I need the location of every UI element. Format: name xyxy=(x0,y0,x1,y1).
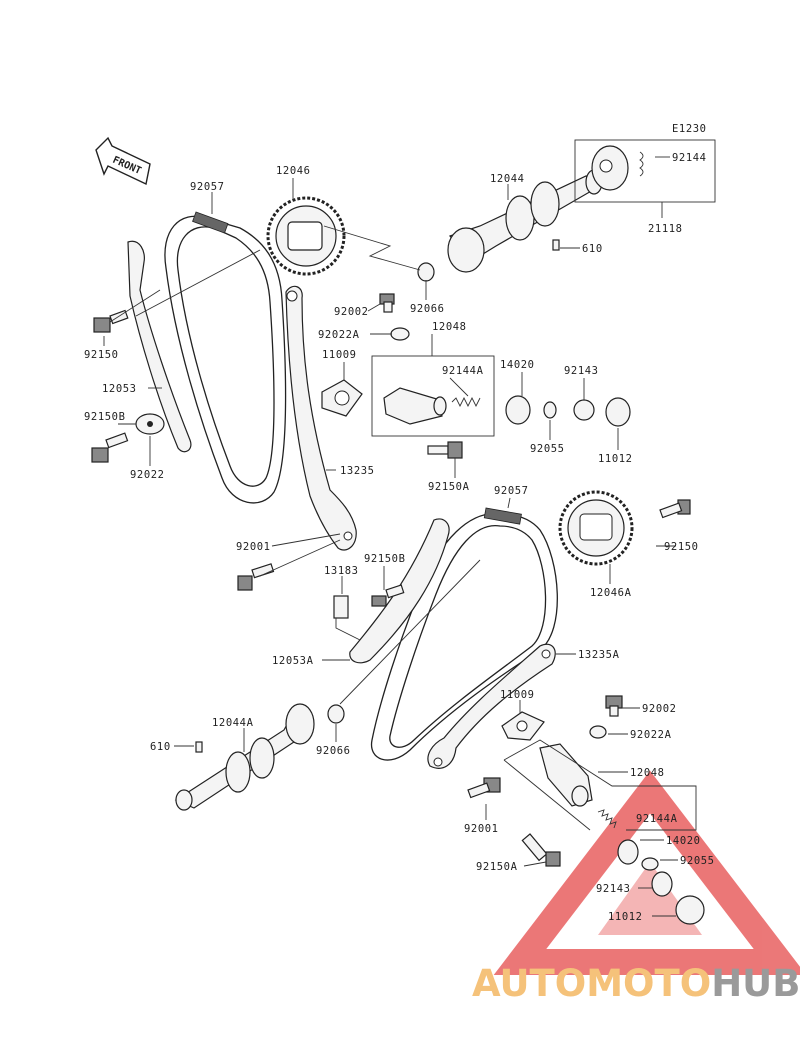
decompressor-21118 xyxy=(591,145,644,191)
collar-92143 xyxy=(573,399,595,421)
washer-92022A-lower xyxy=(589,725,607,739)
label-92055-lower: 92055 xyxy=(680,855,715,867)
label-92022: 92022 xyxy=(130,469,165,481)
label-92022A: 92022A xyxy=(318,329,360,341)
cap-11012-lower xyxy=(675,895,705,925)
label-92144A-lower: 92144A xyxy=(636,813,678,825)
diagram-code: E1230 xyxy=(672,123,707,135)
label-92150B: 92150B xyxy=(84,411,126,423)
bolt-92001 xyxy=(237,563,275,591)
bolt-92150B xyxy=(91,432,129,463)
camshaft-12044 xyxy=(447,169,603,273)
pin-610-lower xyxy=(195,741,203,753)
bolt-92150A xyxy=(427,441,463,459)
bolt-92150-right xyxy=(659,499,691,519)
tensioner-12048-lower xyxy=(539,743,617,829)
gasket-11009-lower xyxy=(501,711,545,741)
label-92150B-lower: 92150B xyxy=(364,553,406,565)
label-13235: 13235 xyxy=(340,465,375,477)
plug-92002-lower xyxy=(605,695,623,717)
label-92150A-lower: 92150A xyxy=(476,861,518,873)
bolt-92150A-lower xyxy=(521,833,561,867)
label-11009-lower: 11009 xyxy=(500,689,535,701)
ring-14020-lower xyxy=(617,839,639,865)
gasket-11009 xyxy=(321,379,363,417)
bolt-92001-lower xyxy=(467,777,501,799)
label-92150A: 92150A xyxy=(428,481,470,493)
bolt-92150B-lower xyxy=(371,584,405,607)
watermark-part1: AUTOMOTO xyxy=(472,962,711,1005)
sprocket-12046A xyxy=(558,490,634,566)
cap-11012 xyxy=(605,397,631,427)
label-92066: 92066 xyxy=(410,303,445,315)
pin-610 xyxy=(552,239,560,251)
label-12046A: 12046A xyxy=(590,587,632,599)
bracket-13183 xyxy=(333,595,349,619)
label-92001: 92001 xyxy=(236,541,271,553)
plug-92002 xyxy=(379,293,395,313)
collar-92143-lower xyxy=(651,871,673,897)
circlip-92055 xyxy=(543,401,557,419)
chain-tensioner-guide-13235A xyxy=(427,643,556,769)
front-arrow-icon: FRONT xyxy=(95,136,151,186)
label-92057-lower: 92057 xyxy=(494,485,529,497)
label-92002: 92002 xyxy=(334,306,369,318)
label-92143: 92143 xyxy=(564,365,599,377)
label-92002-lower: 92002 xyxy=(642,703,677,715)
label-11009: 11009 xyxy=(322,349,357,361)
label-12048: 12048 xyxy=(432,321,467,333)
cam-chain-upper xyxy=(164,215,287,504)
label-14020: 14020 xyxy=(500,359,535,371)
label-12044A: 12044A xyxy=(212,717,254,729)
label-21118: 21118 xyxy=(648,223,683,235)
chain-tensioner-guide-13235 xyxy=(285,285,357,551)
watermark-text: AUTOMOTOHUB xyxy=(472,962,800,1005)
washer-92066-lower xyxy=(327,704,345,724)
label-12048-lower: 12048 xyxy=(630,767,665,779)
leader-lines xyxy=(103,156,678,917)
label-92143-lower: 92143 xyxy=(596,883,631,895)
sprocket-12046 xyxy=(266,196,346,276)
tensioner-12048 xyxy=(383,387,481,425)
label-92066-lower: 92066 xyxy=(316,745,351,757)
label-11012: 11012 xyxy=(598,453,633,465)
washer-92022A xyxy=(390,327,410,341)
label-12053: 12053 xyxy=(102,383,137,395)
label-92144A: 92144A xyxy=(442,365,484,377)
chain-links-upper xyxy=(192,211,229,234)
label-11012-lower: 11012 xyxy=(608,911,643,923)
label-14020-lower: 14020 xyxy=(666,835,701,847)
label-13183: 13183 xyxy=(324,565,359,577)
washer-92066 xyxy=(417,262,435,282)
circlip-92055-lower xyxy=(641,857,659,871)
ring-14020 xyxy=(505,395,531,425)
label-610: 610 xyxy=(582,243,603,255)
watermark-logo xyxy=(493,770,800,975)
label-12046: 12046 xyxy=(276,165,311,177)
part-labels: 12046 92057 12044 92144 21118 610 92066 … xyxy=(84,152,715,923)
label-92144: 92144 xyxy=(672,152,707,164)
watermark-part2: HUB xyxy=(711,962,800,1005)
label-12053A: 12053A xyxy=(272,655,314,667)
camshaft-12044A xyxy=(174,703,315,811)
label-12044: 12044 xyxy=(490,173,525,185)
label-92150-right: 92150 xyxy=(664,541,699,553)
label-610-lower: 610 xyxy=(150,741,171,753)
label-92057: 92057 xyxy=(190,181,225,193)
label-92001-lower: 92001 xyxy=(464,823,499,835)
label-92055: 92055 xyxy=(530,443,565,455)
label-92150: 92150 xyxy=(84,349,119,361)
label-13235A: 13235A xyxy=(578,649,620,661)
chain-guide-12053 xyxy=(127,240,192,453)
label-92022A-lower: 92022A xyxy=(630,729,672,741)
